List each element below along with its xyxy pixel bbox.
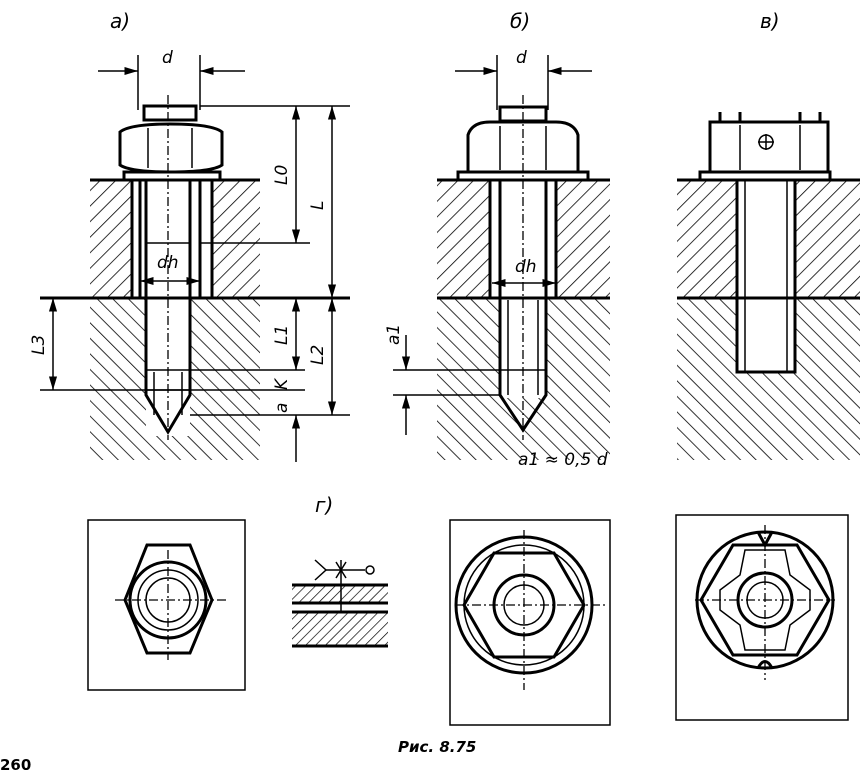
view-v-label: в) xyxy=(760,9,780,33)
dim-l1: L1 xyxy=(272,325,292,345)
dim-dh-b: dh xyxy=(515,257,537,277)
page-number: 260 xyxy=(0,756,31,774)
view-b-screw-connection xyxy=(393,55,610,460)
plan-view-hex-nut xyxy=(87,519,246,691)
figure-caption: Рис. 8.75 xyxy=(398,738,476,756)
dim-a1: a1 xyxy=(384,324,404,345)
view-b-label: б) xyxy=(510,9,530,33)
dim-dh-a: dh xyxy=(157,253,179,273)
dim-d-a: d xyxy=(162,48,173,68)
note-a1: a1 ≈ 0,5 d xyxy=(518,450,608,470)
dim-l2: L2 xyxy=(308,345,328,365)
dim-l3: L3 xyxy=(29,335,49,355)
view-g-label: г) xyxy=(315,493,333,517)
view-a-stud-connection xyxy=(40,55,350,462)
dim-a: a xyxy=(272,403,292,413)
weld-symbol-section xyxy=(292,559,388,648)
plan-view-hex-nut-washer xyxy=(449,519,611,726)
dim-l: L xyxy=(308,201,328,210)
view-a-label: a) xyxy=(110,9,130,33)
plan-view-castle-nut xyxy=(675,514,849,721)
dim-k: K xyxy=(272,377,292,390)
dim-d-b: d xyxy=(516,48,527,68)
dim-l0: L0 xyxy=(272,165,292,185)
view-v-bolt-castle-nut xyxy=(677,112,860,460)
